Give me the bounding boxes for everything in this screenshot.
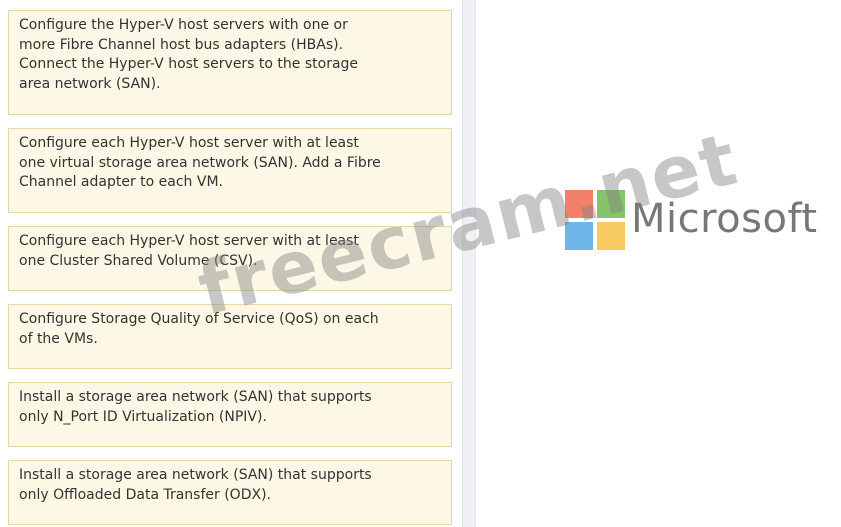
logo-red-square (565, 190, 593, 218)
answer-option-fibre-channel-hbas[interactable]: Configure the Hyper-V host servers with … (8, 10, 452, 115)
answer-option-text: Install a storage area network (SAN) tha… (19, 389, 372, 425)
answer-option-text: Install a storage area network (SAN) tha… (19, 467, 372, 503)
column-divider (462, 0, 476, 527)
microsoft-brand: Microsoft (565, 190, 835, 250)
answer-option-odx-san[interactable]: Install a storage area network (SAN) tha… (8, 460, 452, 525)
logo-blue-square (565, 222, 593, 250)
answer-option-storage-qos[interactable]: Configure Storage Quality of Service (Qo… (8, 304, 452, 369)
microsoft-wordmark: Microsoft (631, 196, 818, 242)
answer-option-text: Configure the Hyper-V host servers with … (19, 17, 359, 92)
answer-option-npiv-san[interactable]: Install a storage area network (SAN) tha… (8, 382, 452, 447)
logo-green-square (597, 190, 625, 218)
answer-option-virtual-san[interactable]: Configure each Hyper-V host server with … (8, 128, 452, 213)
answer-option-text: Configure each Hyper-V host server with … (19, 233, 359, 269)
logo-yellow-square (597, 222, 625, 250)
answer-option-text: Configure Storage Quality of Service (Qo… (19, 311, 379, 347)
answer-option-csv[interactable]: Configure each Hyper-V host server with … (8, 226, 452, 291)
microsoft-logo-icon (565, 190, 625, 250)
answer-option-text: Configure each Hyper-V host server with … (19, 135, 381, 190)
